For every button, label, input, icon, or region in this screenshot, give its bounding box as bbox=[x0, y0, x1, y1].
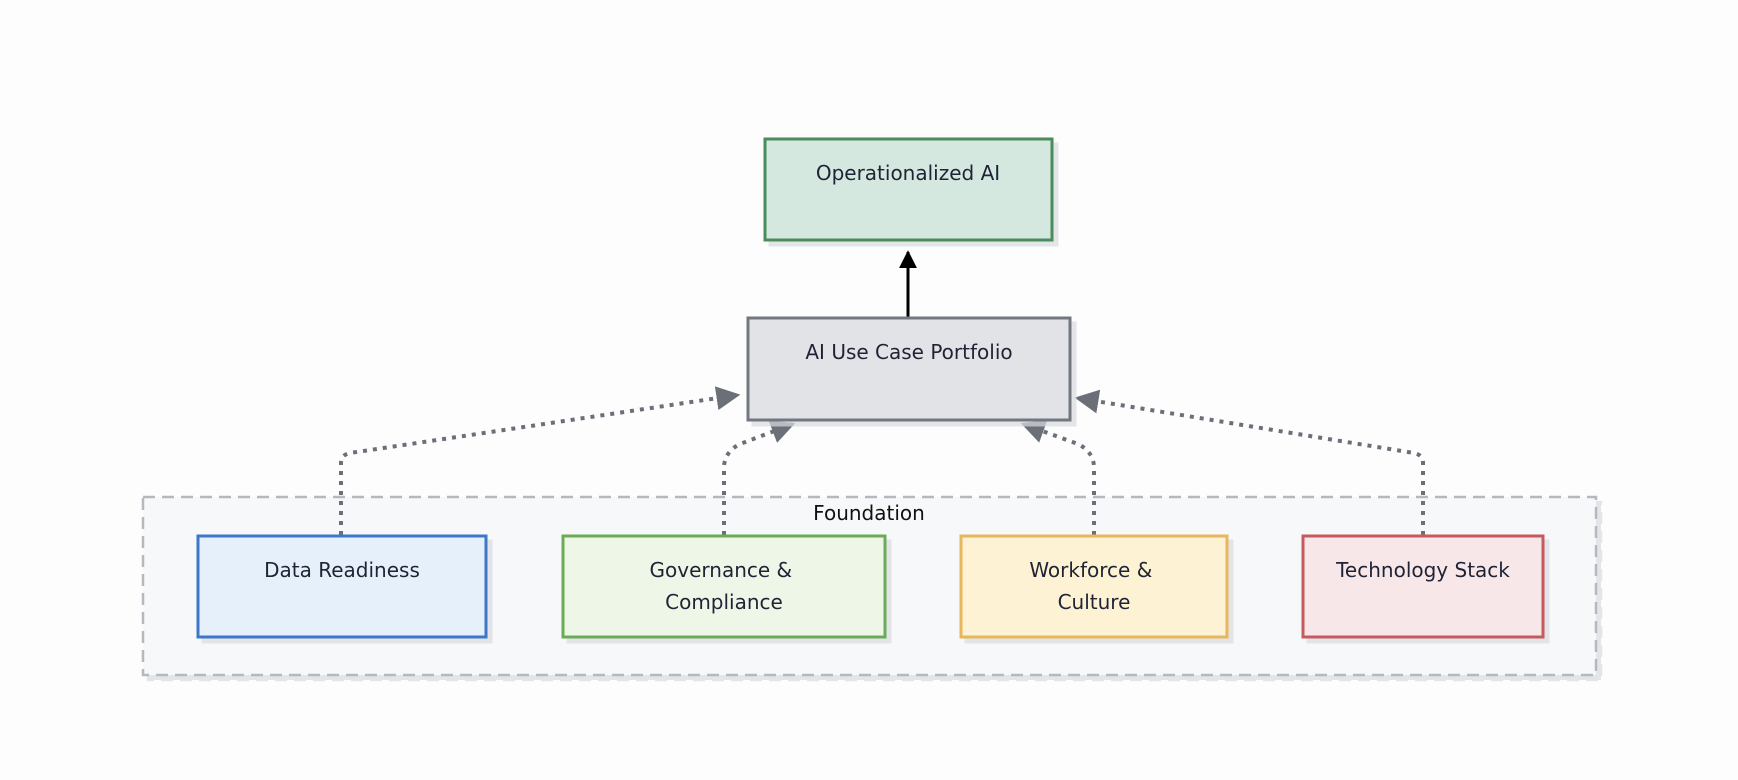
node-workforce-culture-box bbox=[959, 534, 1229, 639]
node-operationalized-ai-box bbox=[763, 137, 1054, 242]
node-operationalized-ai-label: Operationalized AI bbox=[816, 161, 1000, 185]
node-workforce-culture: Workforce & Culture bbox=[959, 534, 1229, 639]
node-ai-use-case-portfolio-box bbox=[746, 316, 1072, 422]
node-governance-compliance-label-line-1: Governance & bbox=[650, 558, 793, 582]
edge-workforce-to-portfolio bbox=[1020, 420, 1096, 535]
node-technology-stack-label: Technology Stack bbox=[1335, 558, 1510, 582]
node-data-readiness-label: Data Readiness bbox=[264, 558, 420, 582]
node-technology-stack: Technology Stack bbox=[1301, 534, 1545, 639]
node-workforce-culture-label-line-2: Culture bbox=[1058, 590, 1131, 614]
node-operationalized-ai: Operationalized AI bbox=[763, 137, 1054, 242]
edges bbox=[339, 250, 1425, 535]
node-governance-compliance-label: Governance & Compliance bbox=[650, 558, 799, 614]
edge-governance-to-portfolio bbox=[722, 420, 796, 535]
node-governance-compliance: Governance & Compliance bbox=[561, 534, 887, 639]
edge-data-readiness-to-portfolio bbox=[339, 386, 741, 535]
node-governance-compliance-label-line-2: Compliance bbox=[665, 590, 783, 614]
node-ai-use-case-portfolio-label: AI Use Case Portfolio bbox=[805, 340, 1012, 364]
edge-technology-to-portfolio bbox=[1074, 389, 1425, 535]
node-workforce-culture-label: Workforce & Culture bbox=[1029, 558, 1158, 614]
node-technology-stack-box bbox=[1301, 534, 1545, 639]
foundation-cluster-label: Foundation bbox=[813, 501, 925, 525]
node-workforce-culture-label-line-1: Workforce & bbox=[1029, 558, 1152, 582]
node-data-readiness-box bbox=[196, 534, 488, 639]
node-data-readiness: Data Readiness bbox=[196, 534, 488, 639]
node-governance-compliance-box bbox=[561, 534, 887, 639]
node-ai-use-case-portfolio: AI Use Case Portfolio bbox=[746, 316, 1072, 422]
